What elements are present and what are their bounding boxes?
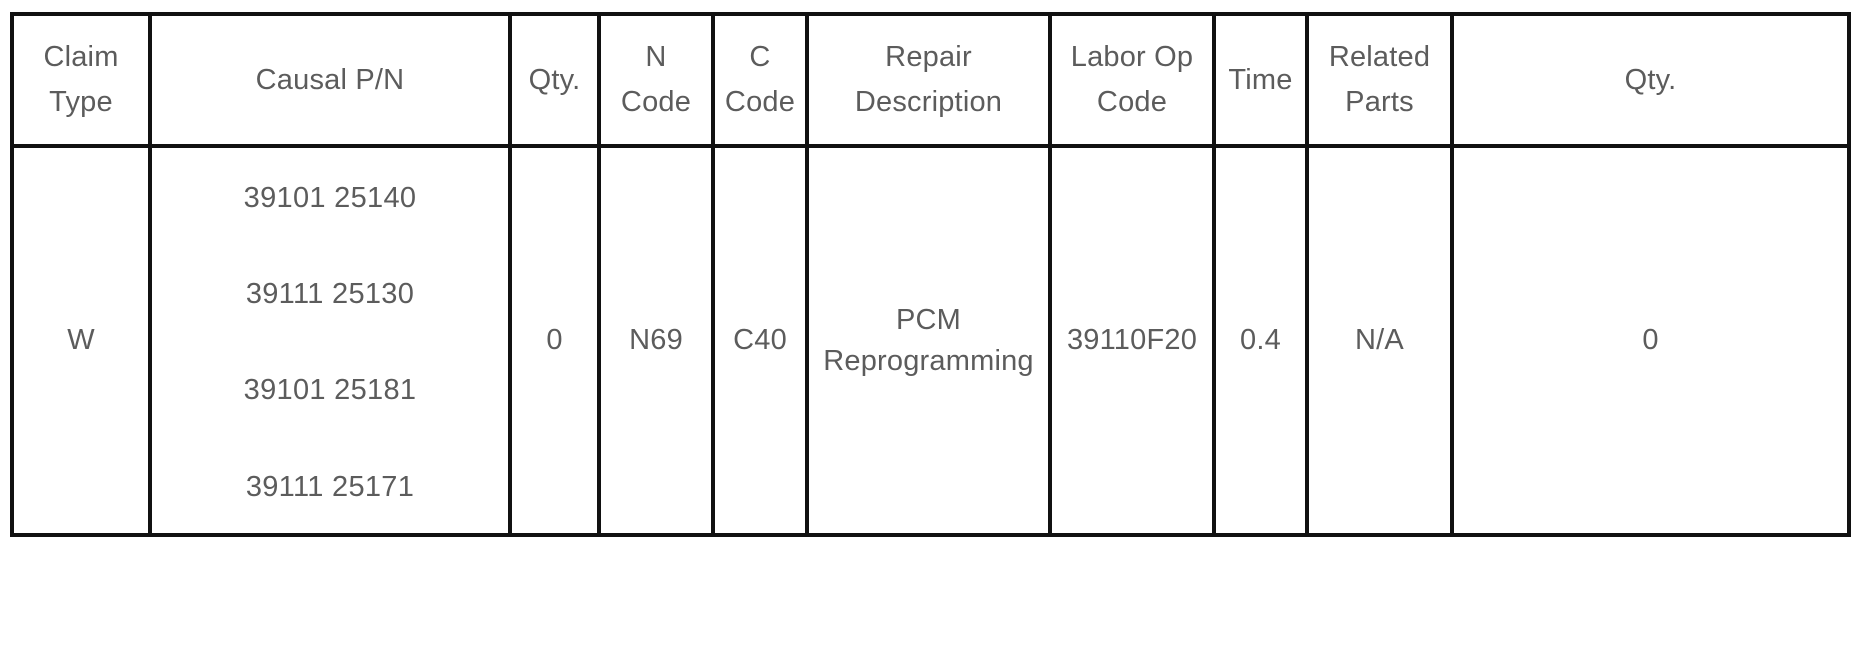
header-line: Time xyxy=(1228,63,1293,96)
column-header-qty-causal: Qty. xyxy=(508,12,601,148)
causal-part-number-list: 39101 25140 39111 25130 39101 25181 3911… xyxy=(152,174,508,508)
table-body: W 39101 25140 39111 25130 39101 25181 39… xyxy=(10,144,1851,537)
header-row: Claim Type Causal P/N Qty. N Code C Code xyxy=(10,12,1851,148)
header-line: Parts xyxy=(1345,86,1414,118)
header-line: Code xyxy=(1096,86,1168,118)
header-line: Claim xyxy=(43,41,119,74)
causal-part-number: 39101 25140 xyxy=(243,181,417,214)
cell-qty-causal: 0 xyxy=(508,144,601,537)
header-line: Related xyxy=(1328,41,1431,74)
header-line: N xyxy=(645,41,667,74)
header-line: Qty. xyxy=(1624,63,1677,96)
header-line: Type xyxy=(49,86,113,118)
cell-labor-op-code: 39110F20 xyxy=(1048,144,1216,537)
column-header-c-code: C Code xyxy=(711,12,809,148)
column-header-labor-op-code: Labor Op Code xyxy=(1048,12,1216,148)
header-line: C xyxy=(749,41,771,74)
cell-claim-type: W xyxy=(10,144,152,537)
cell-related-parts: N/A xyxy=(1305,144,1454,537)
column-header-time: Time xyxy=(1212,12,1309,148)
table-row: W 39101 25140 39111 25130 39101 25181 39… xyxy=(10,144,1851,537)
header-line: Description xyxy=(854,86,1003,118)
column-header-claim-type: Claim Type xyxy=(10,12,152,148)
column-header-causal-pn: Causal P/N xyxy=(148,12,512,148)
cell-c-code: C40 xyxy=(711,144,809,537)
header-line: Code xyxy=(620,86,692,118)
cell-causal-pn: 39101 25140 39111 25130 39101 25181 3911… xyxy=(148,144,512,537)
header-line: Repair xyxy=(885,41,972,74)
header-line: Labor Op xyxy=(1070,41,1194,74)
cell-qty-related: 0 xyxy=(1450,144,1851,537)
causal-part-number: 39101 25181 xyxy=(243,374,417,407)
repair-description-line: PCM xyxy=(895,303,962,336)
header-line: Qty. xyxy=(528,63,581,96)
cell-n-code: N69 xyxy=(597,144,715,537)
column-header-repair-description: Repair Description xyxy=(805,12,1052,148)
cell-repair-description: PCM Reprogramming xyxy=(805,144,1052,537)
cell-time: 0.4 xyxy=(1212,144,1309,537)
column-header-n-code: N Code xyxy=(597,12,715,148)
column-header-qty-related: Qty. xyxy=(1450,12,1851,148)
warranty-claim-table: Claim Type Causal P/N Qty. N Code C Code xyxy=(10,12,1851,537)
causal-part-number: 39111 25171 xyxy=(245,470,415,503)
causal-part-number: 39111 25130 xyxy=(245,277,415,310)
repair-description-line: Reprogramming xyxy=(823,344,1034,377)
table-header: Claim Type Causal P/N Qty. N Code C Code xyxy=(10,12,1851,148)
header-line: Causal P/N xyxy=(255,63,405,96)
column-header-related-parts: Related Parts xyxy=(1305,12,1454,148)
header-line: Code xyxy=(724,86,796,118)
